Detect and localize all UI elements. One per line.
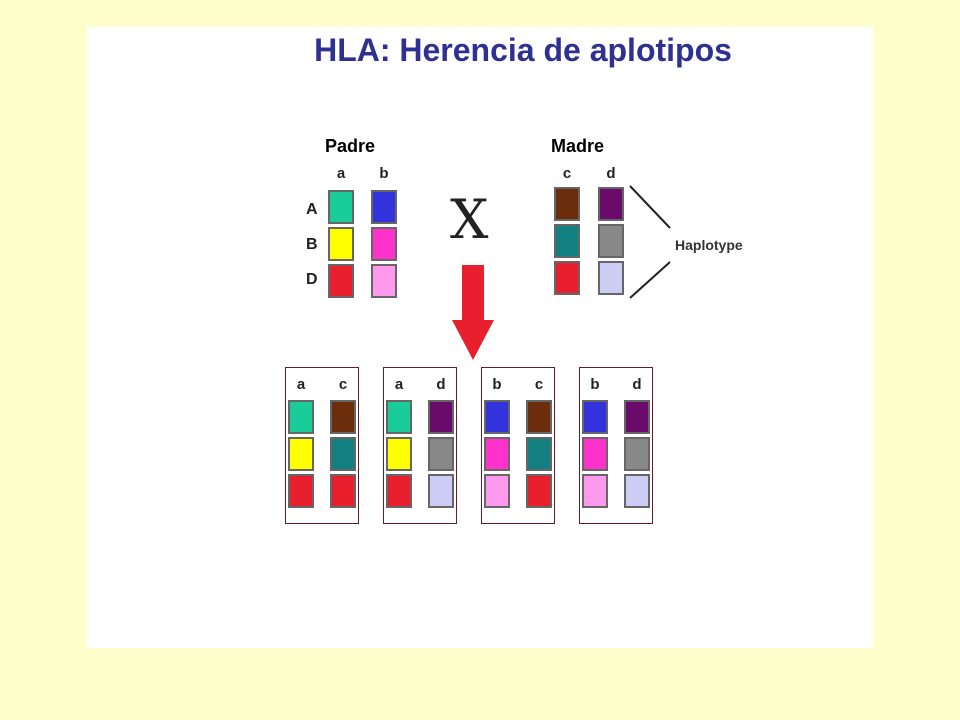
- child1-a-locus-3: [288, 474, 314, 508]
- mother-c-locus-1: [554, 187, 580, 221]
- mother-d-locus-3: [598, 261, 624, 295]
- child-genotype-2: [383, 367, 457, 524]
- child4-letter-d: d: [632, 376, 642, 393]
- father-b-locus-2: [371, 227, 397, 261]
- child3-letter-c: c: [534, 376, 544, 393]
- mother-d-locus-1: [598, 187, 624, 221]
- child2-a-locus-2: [386, 437, 412, 471]
- mother-letter-c: c: [562, 165, 572, 182]
- father-letter-b: b: [379, 165, 389, 182]
- row-label-b: B: [306, 236, 318, 253]
- row-label-a: A: [306, 201, 318, 218]
- child3-b-locus-1: [484, 400, 510, 434]
- child2-d-locus-2: [428, 437, 454, 471]
- child4-d-locus-1: [624, 400, 650, 434]
- mother-letter-d: d: [606, 165, 616, 182]
- child4-d-locus-2: [624, 437, 650, 471]
- child2-letter-d: d: [436, 376, 446, 393]
- father-b-locus-3: [371, 264, 397, 298]
- father-label: Padre: [325, 136, 376, 156]
- child1-c-locus-1: [330, 400, 356, 434]
- child3-b-locus-2: [484, 437, 510, 471]
- father-a-locus-2: [328, 227, 354, 261]
- child1-letter-a: a: [296, 376, 306, 393]
- child3-c-locus-2: [526, 437, 552, 471]
- child1-c-locus-3: [330, 474, 356, 508]
- child4-d-locus-3: [624, 474, 650, 508]
- father-a-locus-1: [328, 190, 354, 224]
- child-genotype-3: [481, 367, 555, 524]
- child4-b-locus-3: [582, 474, 608, 508]
- haplotype-label: Haplotype: [675, 237, 743, 253]
- child4-b-locus-2: [582, 437, 608, 471]
- child1-a-locus-2: [288, 437, 314, 471]
- child-genotype-4: [579, 367, 653, 524]
- child2-a-locus-3: [386, 474, 412, 508]
- child2-d-locus-1: [428, 400, 454, 434]
- mother-label: Madre: [551, 136, 605, 156]
- inheritance-arrow: [452, 265, 494, 360]
- mother-c-locus-2: [554, 224, 580, 258]
- row-label-d: D: [306, 271, 318, 288]
- cross-symbol: X: [450, 188, 489, 251]
- child1-c-locus-2: [330, 437, 356, 471]
- child1-letter-c: c: [338, 376, 348, 393]
- child-genotype-1: [285, 367, 359, 524]
- child3-letter-b: b: [492, 376, 502, 393]
- child3-c-locus-3: [526, 474, 552, 508]
- haplotype-pointer-line-bottom: [629, 261, 671, 299]
- child3-c-locus-1: [526, 400, 552, 434]
- child2-d-locus-3: [428, 474, 454, 508]
- mother-d-locus-2: [598, 224, 624, 258]
- child2-letter-a: a: [394, 376, 404, 393]
- child3-b-locus-3: [484, 474, 510, 508]
- child4-letter-b: b: [590, 376, 600, 393]
- page-title: HLA: Herencia de aplotipos: [314, 32, 732, 68]
- haplotype-pointer-line-top: [629, 185, 671, 229]
- father-a-locus-3: [328, 264, 354, 298]
- child4-b-locus-1: [582, 400, 608, 434]
- child1-a-locus-1: [288, 400, 314, 434]
- child2-a-locus-1: [386, 400, 412, 434]
- father-b-locus-1: [371, 190, 397, 224]
- father-letter-a: a: [336, 165, 346, 182]
- mother-c-locus-3: [554, 261, 580, 295]
